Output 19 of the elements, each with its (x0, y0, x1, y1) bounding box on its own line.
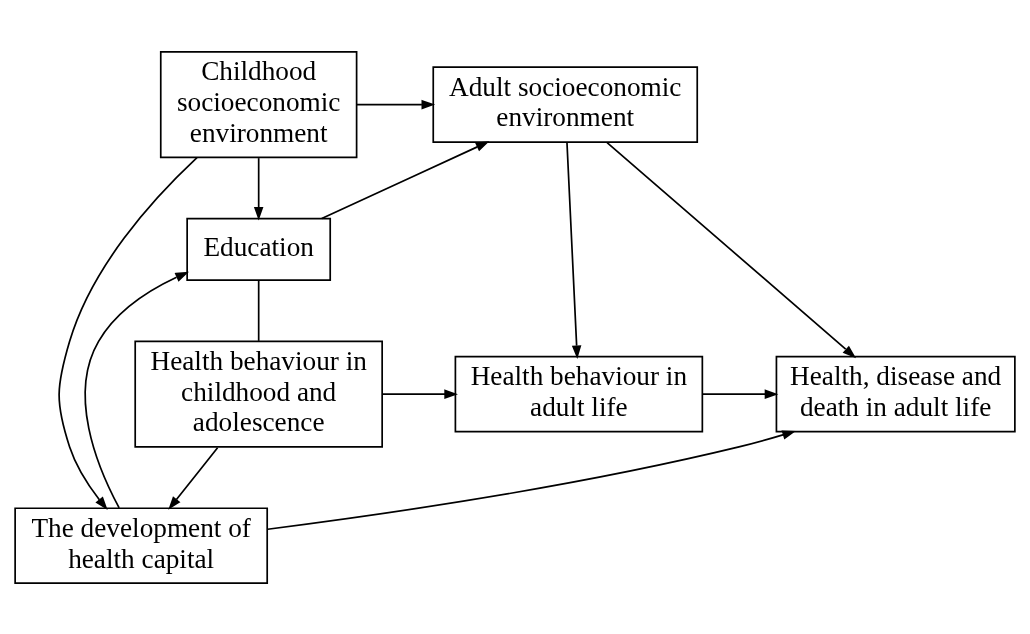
arrow (701, 388, 779, 399)
arrow (356, 99, 436, 109)
node-box: Education (186, 217, 332, 281)
connector (257, 279, 260, 342)
arrow (58, 156, 198, 510)
arrow (84, 271, 189, 509)
arrow (320, 140, 490, 219)
arrow (168, 446, 219, 510)
arrow (606, 141, 857, 358)
arrow (566, 141, 582, 359)
arrow (381, 388, 458, 399)
node-box: The development of health capital (14, 506, 269, 584)
arrow (266, 429, 796, 530)
node-box: Health, disease and death in adult life (775, 355, 1016, 432)
arrow (253, 156, 264, 221)
node-box: Childhood socioeconomic environment (159, 50, 358, 158)
node-box: Adult socioeconomic environment (432, 65, 699, 143)
node-box: Health behaviour in adult life (454, 355, 704, 432)
node-box: Health behaviour in childhood and adolescence (134, 340, 383, 448)
